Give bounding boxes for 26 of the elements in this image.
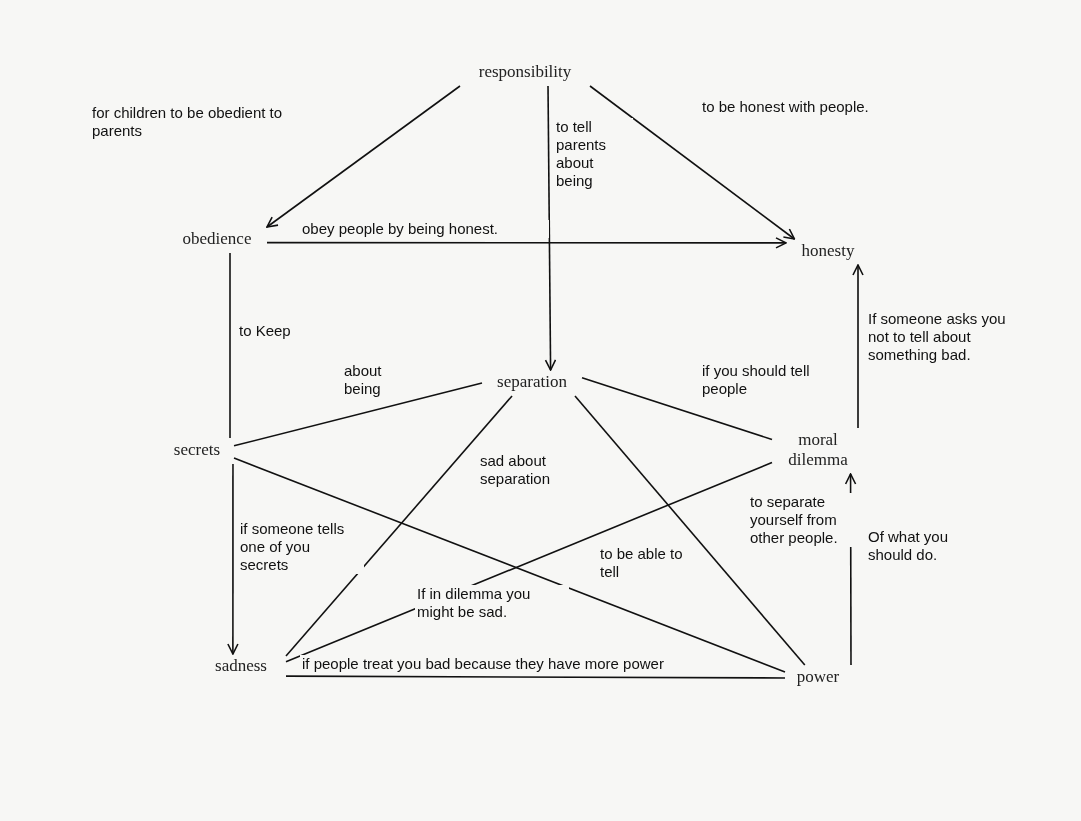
concept-text: separation bbox=[482, 370, 582, 396]
arrow bbox=[544, 85, 557, 371]
edge-label: If in dilemma you might be sad. bbox=[415, 585, 569, 621]
edge-label: if someone tells one of you secrets bbox=[238, 520, 364, 574]
arrow bbox=[227, 463, 239, 655]
connector-line bbox=[233, 457, 786, 673]
connector-line bbox=[285, 675, 786, 679]
concept-text: sadness bbox=[196, 654, 286, 680]
arrow bbox=[589, 85, 796, 240]
connector-line bbox=[233, 382, 483, 447]
connector-line bbox=[574, 395, 806, 666]
arrow bbox=[852, 264, 864, 429]
connector-line bbox=[229, 252, 231, 439]
concept-text: secrets bbox=[160, 438, 234, 464]
arrow bbox=[266, 237, 787, 249]
connector-line bbox=[285, 395, 513, 657]
arrow bbox=[266, 85, 461, 228]
edge-label: obey people by being honest. bbox=[300, 220, 549, 238]
concept-text: honesty bbox=[786, 239, 870, 265]
connector-line bbox=[285, 461, 773, 663]
concept-text: responsibility bbox=[460, 60, 590, 86]
concept-text: power bbox=[785, 665, 851, 691]
connector-line bbox=[581, 377, 773, 441]
edge-label: to tell parents about being bbox=[554, 118, 633, 190]
concept-text: moral dilemma bbox=[772, 428, 864, 474]
concept-text: obedience bbox=[167, 227, 267, 253]
